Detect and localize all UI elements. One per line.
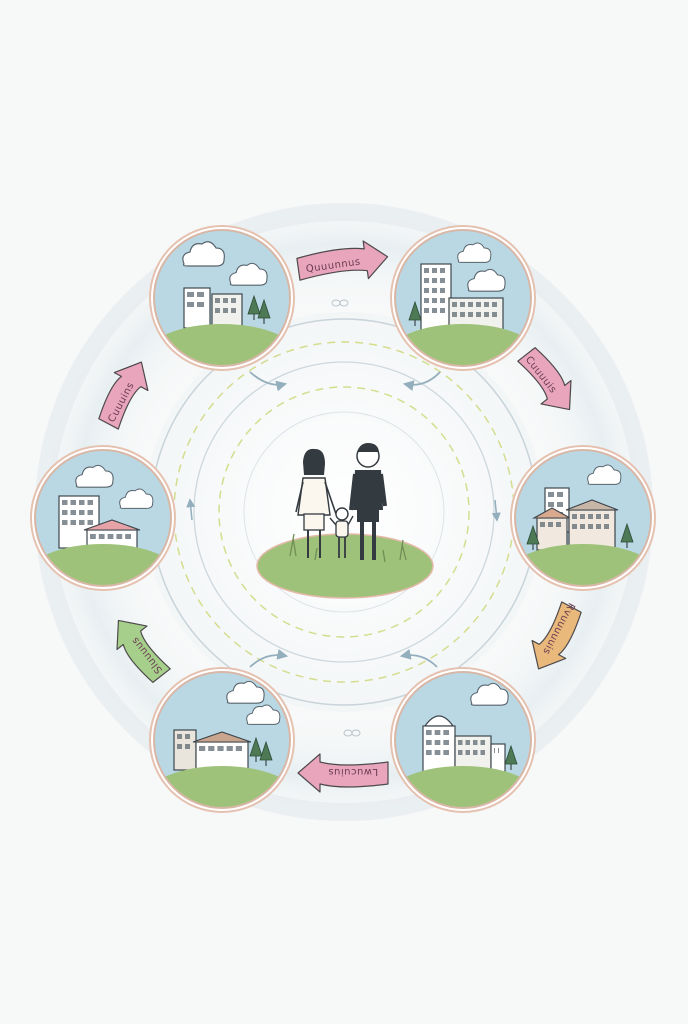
tree-icon	[504, 744, 518, 770]
office-tower	[420, 263, 452, 335]
inner-arrow-4	[399, 649, 438, 668]
child-figure	[329, 507, 354, 558]
node-bottom-right	[390, 667, 536, 813]
arrow-label: Lwucuius	[328, 766, 378, 777]
house-building	[531, 507, 573, 551]
node-scene-apartment-block-and-house	[35, 450, 171, 586]
node-border	[153, 671, 291, 809]
node-scene-domed-civic-building	[395, 672, 531, 808]
arrow-shape	[297, 753, 389, 793]
arrow-shape	[98, 361, 149, 430]
arrow-shape	[517, 347, 572, 411]
node-scene-house-and-factory	[154, 672, 290, 808]
cloud-icon	[226, 680, 265, 704]
butterfly-icon-2	[343, 729, 361, 737]
node-scene-town-buildings	[515, 450, 651, 586]
node-border	[153, 229, 291, 367]
cloud-icon	[229, 262, 268, 286]
node-scene-office-tower-and-school	[395, 230, 531, 366]
node-right	[510, 445, 656, 591]
arrow-1: Quuunnus	[296, 240, 389, 281]
butterfly-icon-1	[331, 299, 349, 307]
center-family	[256, 443, 434, 599]
man-figure	[349, 443, 387, 560]
inner-connectors	[186, 299, 501, 737]
cloud-icon	[182, 241, 225, 267]
inner-arrow-1	[249, 371, 288, 392]
cloud-icon	[470, 682, 509, 706]
tree-icon	[526, 524, 540, 550]
ground	[515, 544, 651, 586]
tree-icon	[249, 736, 263, 762]
inner-arrow-5	[249, 649, 289, 668]
cloud-icon	[587, 464, 622, 485]
inner-arrow-3	[491, 499, 501, 522]
cloud-icon	[457, 242, 492, 263]
node-scene-hospital-and-clinic-buildings	[154, 230, 290, 366]
grass-tufts	[289, 533, 407, 563]
ground	[154, 324, 290, 366]
cloud-icon	[75, 464, 114, 488]
civic-building	[565, 499, 619, 551]
woman-figure	[295, 448, 337, 558]
domed-building	[422, 725, 456, 773]
side-building	[490, 743, 506, 773]
tree-icon	[408, 300, 422, 326]
node-border	[394, 229, 532, 367]
arrow-shape	[116, 619, 171, 683]
cloud-icon	[246, 704, 281, 725]
solid-ring-inner	[243, 411, 445, 613]
annex-building	[454, 735, 492, 773]
node-border	[34, 449, 172, 587]
nodes-layer	[30, 225, 656, 813]
ground	[395, 766, 531, 808]
node-border	[394, 671, 532, 809]
arrow-shape	[296, 240, 389, 281]
tree-icon	[257, 298, 271, 324]
cloud-icon	[119, 488, 154, 509]
ground	[154, 766, 290, 808]
inner-arrow-2	[402, 371, 441, 391]
cloud-icon	[467, 268, 506, 292]
arrow-4: Lwucuius	[297, 753, 389, 793]
node-top-left	[149, 225, 295, 371]
hospital-building	[211, 293, 243, 329]
node-border	[514, 449, 652, 587]
inner-arrow-6	[186, 498, 196, 521]
ground	[35, 544, 171, 586]
node-top-right	[390, 225, 536, 371]
tree-icon	[259, 740, 273, 766]
ground	[395, 324, 531, 366]
dashed-ring-2	[218, 386, 470, 638]
solid-ring-mid	[193, 361, 495, 663]
arrow-shape	[531, 601, 582, 670]
tree-icon	[620, 522, 634, 548]
factory-building	[173, 729, 197, 771]
tree-icon	[247, 294, 261, 320]
node-bottom-left	[149, 667, 295, 813]
node-left	[30, 445, 176, 591]
tall-building	[183, 287, 211, 329]
